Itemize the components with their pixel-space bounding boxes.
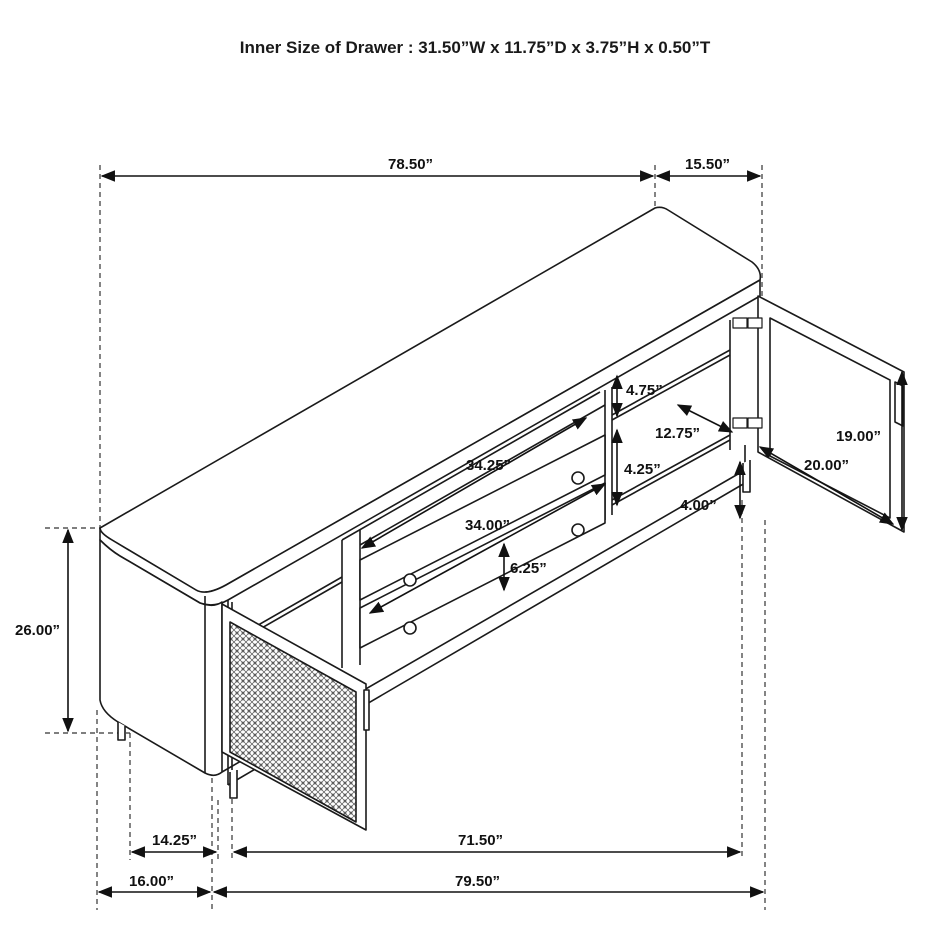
left-door-handle (363, 689, 370, 731)
hinge-icons (732, 317, 763, 429)
label-drawer-height-upper: 4.25” (624, 461, 661, 478)
drawer-upper-knob-right (571, 471, 585, 485)
extension-lines (45, 165, 766, 910)
label-side-depth-outer: 16.00” (129, 873, 174, 890)
arrow-drawer-width-lower (368, 483, 607, 614)
label-overall-height: 26.00” (15, 622, 60, 639)
label-overall-width: 78.50” (388, 156, 433, 173)
drawer-lower-knob-left (403, 621, 417, 635)
label-drawer-width-upper: 34.25” (466, 457, 511, 474)
drawer-lower-knob-right (571, 523, 585, 537)
leg-front-mid (229, 770, 238, 799)
right-shelf (611, 349, 731, 421)
dimension-arrows (62, 170, 908, 898)
arrow-door-width (758, 446, 895, 525)
arrow-shelf-depth (676, 404, 734, 433)
sideboard-body (99, 206, 762, 799)
label-side-depth-inner: 14.25” (152, 832, 197, 849)
label-overall-depth: 15.50” (685, 156, 730, 173)
leg-front-left (117, 722, 126, 741)
label-shelf-depth: 12.75” (655, 425, 700, 442)
right-door-open (732, 295, 905, 533)
label-inner-width: 71.50” (458, 832, 503, 849)
label-drawer-height-lower: 6.25” (510, 560, 547, 577)
dimension-labels: 78.50” 15.50” 4.75” 12.75” 34.25” 4.25” … (15, 156, 881, 890)
label-door-width: 20.00” (804, 457, 849, 474)
left-door-open (221, 603, 370, 831)
label-width-doors-open: 79.50” (455, 873, 500, 890)
leg-front-right (742, 460, 751, 493)
drawer-inner-size-title: Inner Size of Drawer : 31.50”W x 11.75”D… (239, 38, 711, 57)
left-door-rattan-panel (229, 621, 357, 823)
label-door-height: 19.00” (836, 428, 881, 445)
label-leg-height: 4.00” (680, 497, 717, 514)
drawer-upper-knob-left (403, 573, 417, 587)
label-drawer-width-lower: 34.00” (465, 517, 510, 534)
label-shelf-height: 4.75” (626, 382, 663, 399)
